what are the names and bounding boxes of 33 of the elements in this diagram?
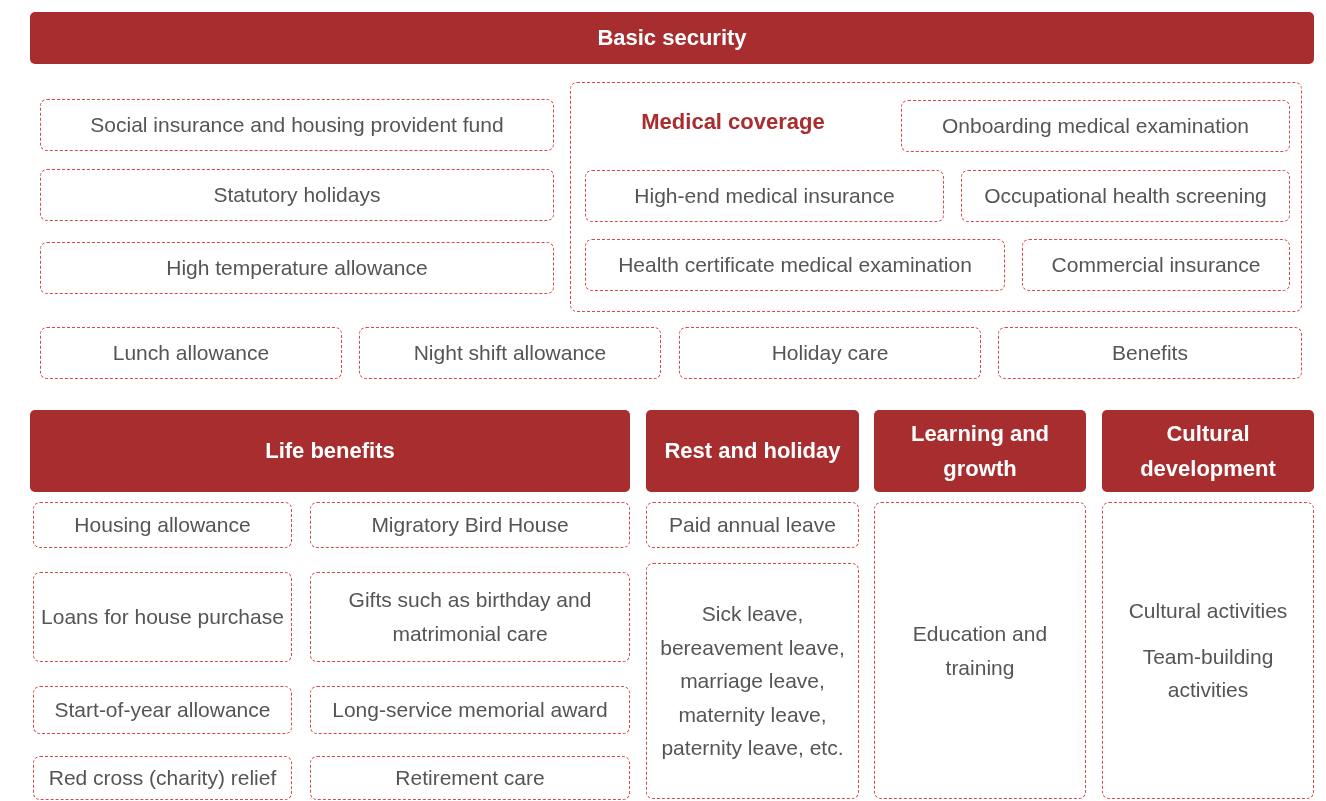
benefit-item: High temperature allowance bbox=[40, 242, 554, 294]
benefit-item: Benefits bbox=[998, 327, 1302, 379]
category-header: Life benefits bbox=[30, 410, 630, 492]
benefit-item: Loans for house purchase bbox=[33, 572, 292, 662]
benefit-item: Gifts such as birthday and matrimonial care bbox=[310, 572, 630, 662]
benefit-item: Long-service memorial award bbox=[310, 686, 630, 734]
benefit-item: Lunch allowance bbox=[40, 327, 342, 379]
benefit-item: Statutory holidays bbox=[40, 169, 554, 221]
benefit-item: Onboarding medical examination bbox=[901, 100, 1290, 152]
benefit-item: Start-of-year allowance bbox=[33, 686, 292, 734]
benefit-item: Sick leave, bereavement leave, marriage leave, maternity leave, paternity leave, etc. bbox=[646, 563, 859, 799]
item-label: Cultural activities bbox=[1128, 598, 1288, 625]
benefit-item: High-end medical insurance bbox=[585, 170, 944, 222]
category-header: Basic security bbox=[30, 12, 1314, 64]
benefit-item: Education and training bbox=[874, 502, 1086, 799]
category-header: Rest and holiday bbox=[646, 410, 859, 492]
benefit-item: Housing allowance bbox=[33, 502, 292, 548]
category-header: Learning and growth bbox=[874, 410, 1086, 492]
benefit-item: Holiday care bbox=[679, 327, 981, 379]
benefit-item: Migratory Bird House bbox=[310, 502, 630, 548]
benefit-item: Paid annual leave bbox=[646, 502, 859, 548]
category-header: Cultural development bbox=[1102, 410, 1314, 492]
benefit-item: Social insurance and housing provident fund bbox=[40, 99, 554, 151]
benefit-item: Occupational health screening bbox=[961, 170, 1290, 222]
benefit-item: Health certificate medical examination bbox=[585, 239, 1005, 291]
group-panel bbox=[570, 82, 1302, 312]
benefit-item: Night shift allowance bbox=[359, 327, 661, 379]
benefit-item: Red cross (charity) relief bbox=[33, 756, 292, 800]
group-heading: Medical coverage bbox=[640, 109, 826, 135]
item-label: Team-building activities bbox=[1141, 643, 1275, 704]
benefit-item: Commercial insurance bbox=[1022, 239, 1290, 291]
benefit-card bbox=[1102, 502, 1314, 799]
benefit-item: Retirement care bbox=[310, 756, 630, 800]
